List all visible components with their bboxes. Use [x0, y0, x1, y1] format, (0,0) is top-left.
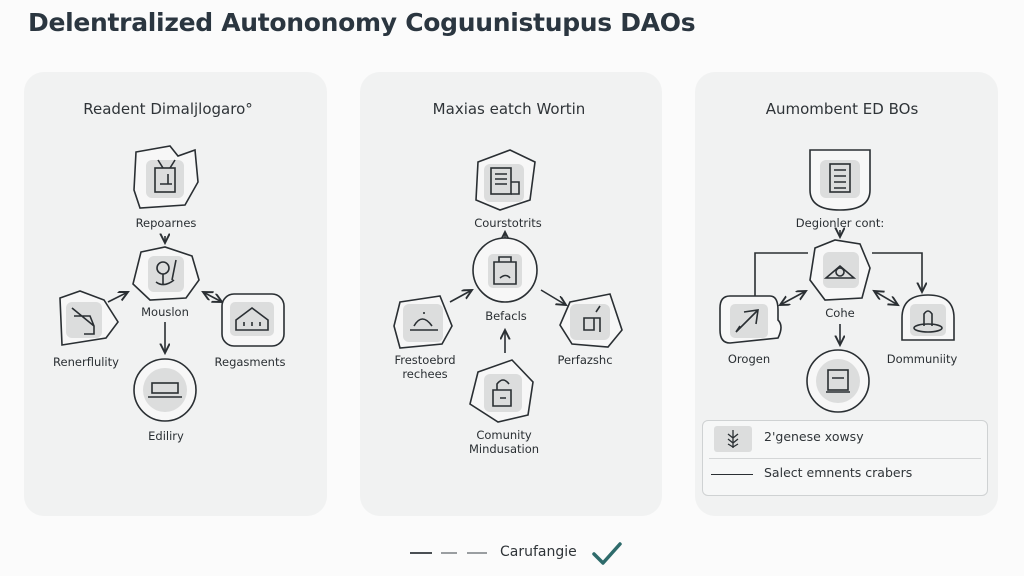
- node-label-center: Cohe: [825, 306, 855, 320]
- wheat-icon: [714, 426, 752, 452]
- panel-1: [24, 72, 327, 516]
- legend-label: 2'genese xowsy: [764, 429, 864, 444]
- node-label-right: Perfazshc: [557, 353, 613, 367]
- legend: 2'genese xowsy Salect emnents crabers: [702, 420, 988, 496]
- panel-1-title: Readent Dimaljlogaro°: [83, 100, 253, 118]
- legend-item: 2'genese xowsy: [703, 421, 987, 457]
- node-label-right: Dommuniity: [886, 352, 958, 366]
- node-label-left: Orogen: [727, 352, 771, 366]
- legend-label: Salect emnents crabers: [764, 465, 913, 480]
- check-icon: [592, 542, 622, 565]
- solid-line-icon: [410, 552, 432, 554]
- footer-label: Carufangie: [500, 544, 577, 560]
- page-title: Delentralized Autononomy Coguunistupus D…: [28, 8, 696, 37]
- panel-3-title: Aumombent ED BOs: [765, 100, 919, 118]
- node-label-center: Befacls: [485, 309, 527, 323]
- node-label-center: Mouslon: [141, 305, 189, 319]
- node-label-right: Regasments: [214, 355, 286, 369]
- legend-item: Salect emnents crabers: [703, 458, 987, 494]
- dash-line-icon: [467, 552, 487, 554]
- node-label-top: Degionler cont:: [795, 216, 885, 230]
- node-label-left-line2: rechees: [402, 367, 448, 381]
- legend-divider: [709, 458, 981, 459]
- node-label-bottom-line1: Comunity: [476, 428, 532, 442]
- node-label-left-line1: Frestoebrd: [394, 353, 456, 367]
- dash-line-icon: [441, 552, 457, 554]
- node-label-bottom-line2: Mindusation: [468, 442, 540, 456]
- node-label-top: Courstotrits: [474, 216, 542, 230]
- line-icon: [711, 474, 753, 475]
- node-label-left: Renerflulity: [53, 355, 119, 369]
- node-label-top: Repoarnes: [135, 216, 197, 230]
- panel-2-title: Maxias eatch Wortin: [432, 100, 586, 118]
- node-label-bottom: Ediliry: [148, 429, 184, 443]
